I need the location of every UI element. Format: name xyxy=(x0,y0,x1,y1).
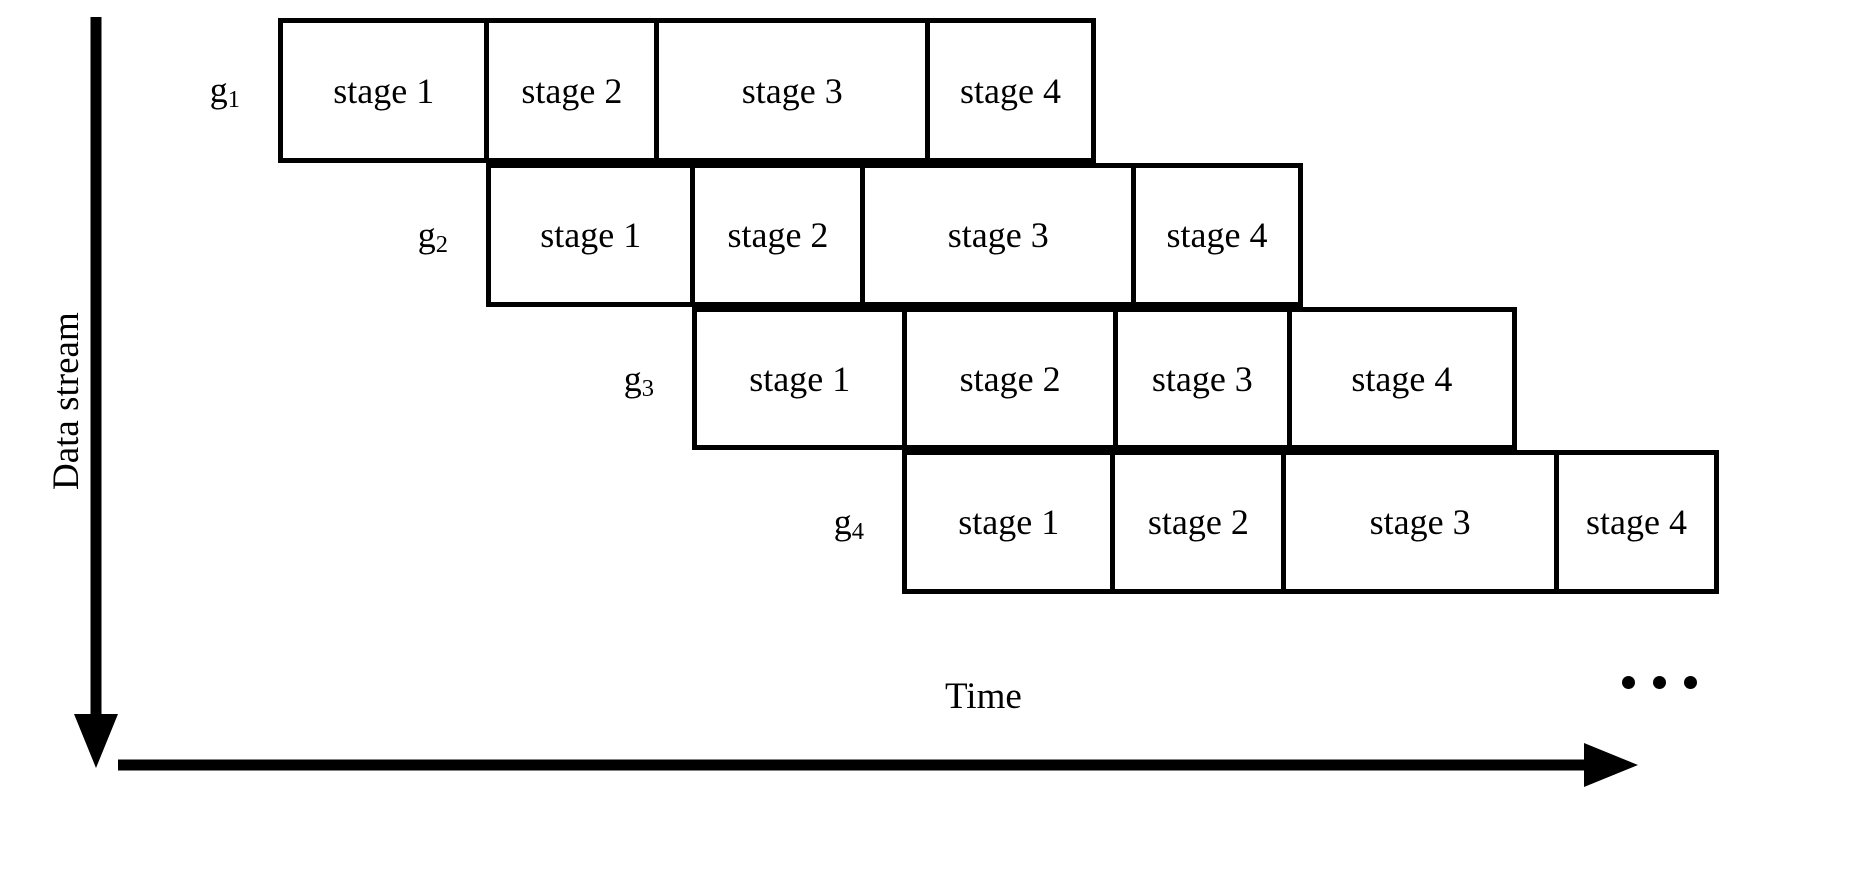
y-axis-label: Data stream xyxy=(46,312,87,490)
group-label-g1: g1 xyxy=(209,70,262,112)
stage-cell[interactable]: stage 4 xyxy=(1558,455,1715,589)
stage-cell[interactable]: stage 4 xyxy=(930,23,1091,158)
stage-cell[interactable]: stage 3 xyxy=(1286,455,1559,589)
group-label-g2: g2 xyxy=(417,215,470,257)
ellipsis-dot xyxy=(1653,676,1666,689)
pipeline-row-g1: stage 1 stage 2 stage 3 stage 4 xyxy=(278,18,1096,163)
stage-cell[interactable]: stage 2 xyxy=(1115,455,1287,589)
stage-cell[interactable]: stage 4 xyxy=(1136,168,1298,302)
pipeline-row-g3: stage 1 stage 2 stage 3 stage 4 xyxy=(692,307,1517,450)
stage-cell[interactable]: stage 1 xyxy=(697,312,908,445)
stage-cell[interactable]: stage 2 xyxy=(489,23,660,158)
ellipsis-dot xyxy=(1622,676,1635,689)
group-label-text: g xyxy=(209,70,228,110)
x-axis-label: Time xyxy=(945,676,1022,717)
group-label-subscript: 4 xyxy=(851,518,864,546)
stage-cell[interactable]: stage 1 xyxy=(907,455,1116,589)
stage-cell[interactable]: stage 3 xyxy=(659,23,931,158)
group-label-subscript: 3 xyxy=(641,375,654,403)
stage-cell[interactable]: stage 3 xyxy=(865,168,1137,302)
group-label-text: g xyxy=(417,215,436,255)
stage-cell[interactable]: stage 1 xyxy=(283,23,490,158)
ellipsis-continuation-icon xyxy=(1622,676,1697,689)
stage-cell[interactable]: stage 1 xyxy=(491,168,696,302)
time-arrow xyxy=(118,743,1638,787)
group-label-g3: g3 xyxy=(623,359,676,401)
group-label-subscript: 2 xyxy=(435,231,448,259)
stage-cell[interactable]: stage 2 xyxy=(907,312,1118,445)
pipeline-row-g2: stage 1 stage 2 stage 3 stage 4 xyxy=(486,163,1303,307)
stage-cell[interactable]: stage 3 xyxy=(1117,312,1292,445)
stage-cell[interactable]: stage 2 xyxy=(695,168,866,302)
pipeline-row-g4: stage 1 stage 2 stage 3 stage 4 xyxy=(902,450,1719,594)
ellipsis-dot xyxy=(1684,676,1697,689)
group-label-text: g xyxy=(623,359,642,399)
stage-cell[interactable]: stage 4 xyxy=(1291,312,1513,445)
group-label-text: g xyxy=(833,502,852,542)
group-label-subscript: 1 xyxy=(227,86,240,114)
group-label-g4: g4 xyxy=(833,502,886,544)
